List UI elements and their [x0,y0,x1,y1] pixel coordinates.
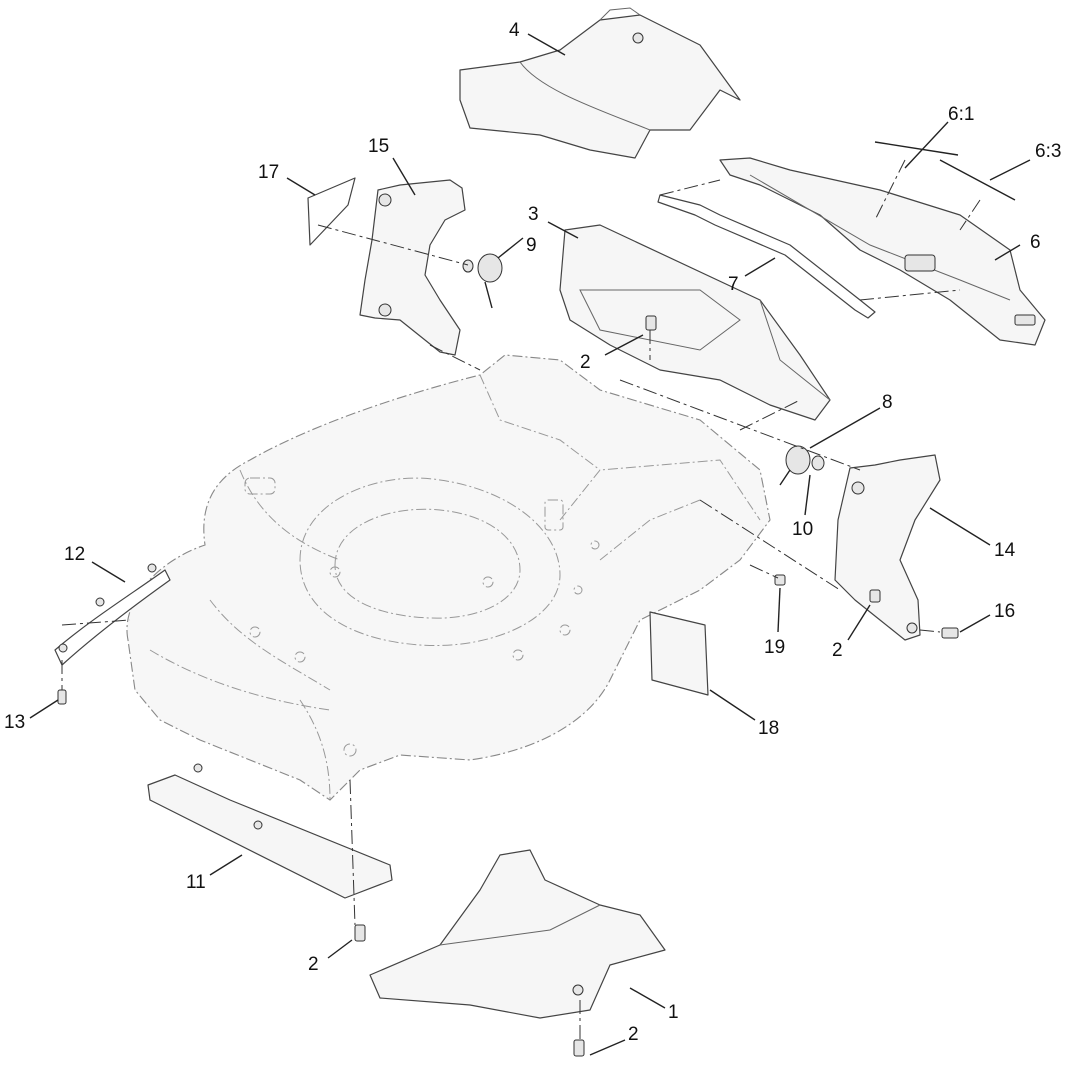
callout-19: 19 [764,637,785,658]
strip-part-12 [54,563,171,666]
front-chute-part-1 [369,849,666,1019]
callout-10: 10 [792,519,813,540]
callout-6: 6 [1030,232,1041,253]
callout-9: 9 [526,235,537,256]
decals-part-6-1-6-3 [874,141,1016,201]
callout-11: 11 [186,872,206,893]
callout-4: 4 [509,20,520,41]
callout-3: 3 [528,204,539,225]
callout-2-bottom: 2 [628,1024,639,1045]
callout-15: 15 [368,136,389,157]
callout-8: 8 [882,392,893,413]
bolt-hardware [57,315,959,1057]
callout-6-3: 6:3 [1035,141,1061,162]
callout-2-lower-left: 2 [308,954,319,975]
discharge-chute-top-part-4 [459,7,741,159]
callout-12: 12 [64,544,85,565]
callout-2-upper: 2 [580,352,591,373]
callout-18: 18 [758,718,779,739]
leader-lines [29,33,1031,1056]
bracket-part-15 [359,179,466,356]
alignment-lines [61,159,981,1040]
bracket-part-14 [834,454,941,641]
callout-labels: 4 15 17 9 3 7 6 6:1 6:3 2 8 10 14 2 16 1… [4,20,1061,1045]
callout-16: 16 [994,601,1015,622]
callout-6-1: 6:1 [948,104,974,125]
mower-deck [126,354,771,801]
callout-13: 13 [4,712,25,733]
spring-part-9 [462,253,503,309]
callout-2-right: 2 [832,640,843,661]
callout-14: 14 [994,540,1016,561]
label-plate-part-17 [307,177,356,246]
callout-1: 1 [668,1002,679,1023]
rear-door-part-6 [719,157,1046,346]
callout-17: 17 [258,162,279,183]
washer-part-10 [811,455,825,471]
plate-part-18 [649,611,709,696]
baffle-part-11 [147,763,393,899]
spring-part-8 [779,445,811,486]
callout-7: 7 [728,274,739,295]
flap-part-3 [559,224,831,421]
rod-part-7 [657,194,876,319]
